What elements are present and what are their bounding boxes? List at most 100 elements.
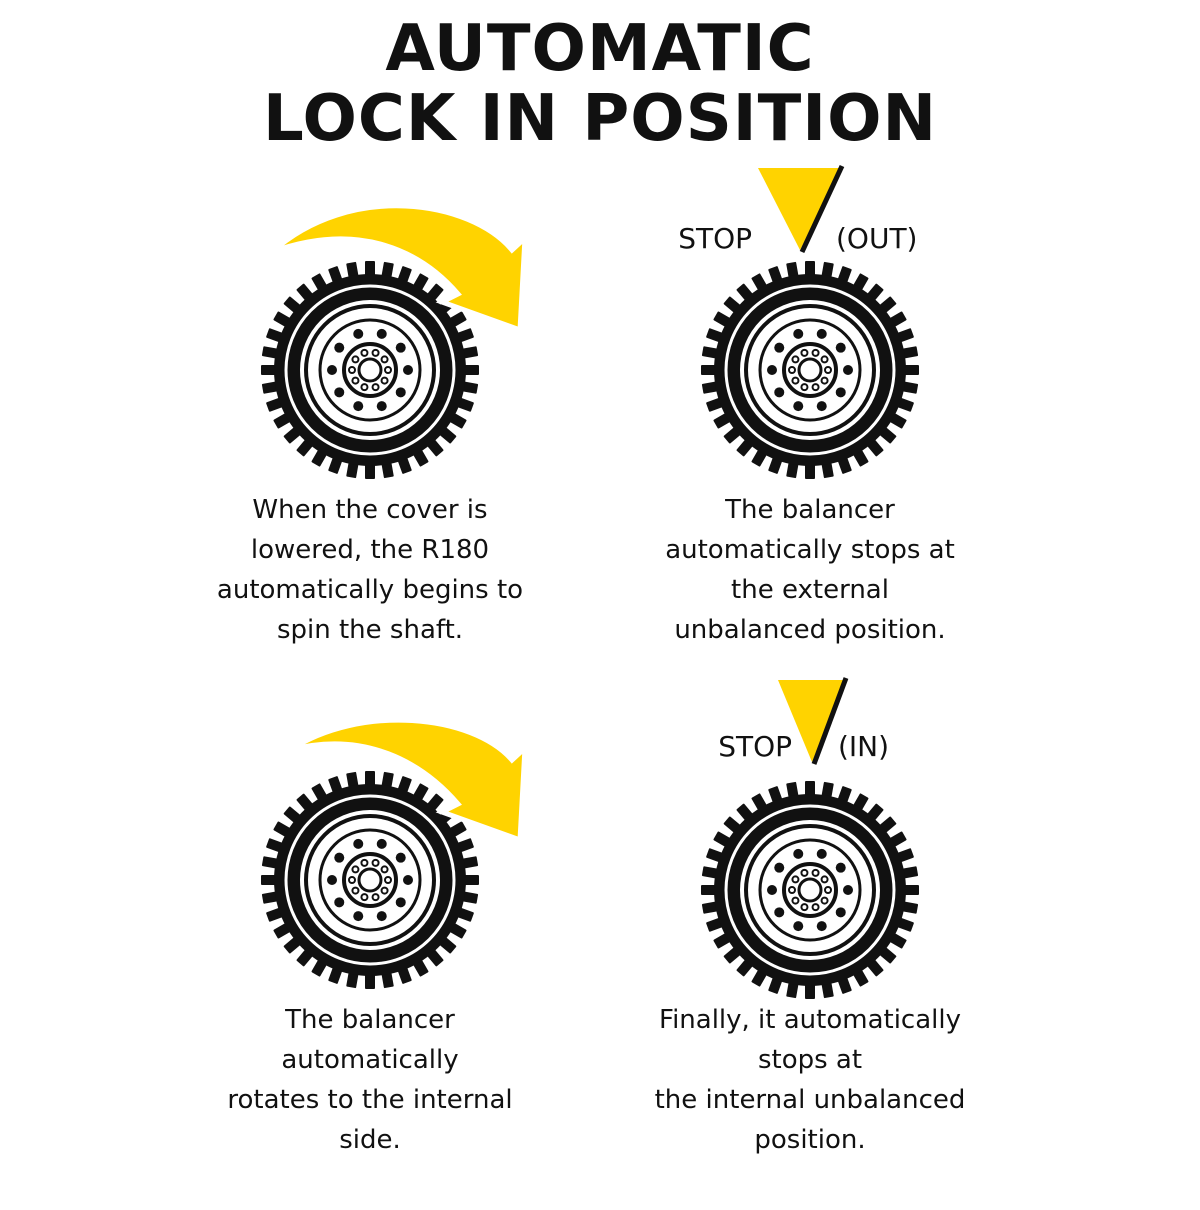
- rim-hole: [835, 342, 846, 353]
- rim-hole: [793, 848, 804, 859]
- rim-inner-line: [318, 828, 422, 932]
- rim-hole: [334, 897, 345, 908]
- hub-nut: [384, 876, 392, 884]
- hub-nut: [371, 383, 380, 392]
- hub-nut: [360, 348, 369, 357]
- hub-nuts: [788, 868, 832, 912]
- stop-label: STOP: [678, 222, 752, 255]
- panel-spin-start: When the cover is lowered, the R180 auto…: [180, 190, 560, 700]
- tire-icon: [699, 259, 921, 481]
- stop-side-label: (IN): [838, 730, 889, 763]
- rim-hole: [835, 907, 846, 918]
- tire-icon: [259, 259, 481, 481]
- rim-hole: [816, 848, 827, 859]
- stop-pointer-icon: [778, 680, 846, 762]
- hub-nut: [791, 355, 800, 364]
- hub-nut: [791, 875, 800, 884]
- rim-hole: [376, 911, 387, 922]
- rim-holes: [767, 848, 853, 932]
- hub-nut: [800, 348, 809, 357]
- hub-nut: [800, 903, 809, 912]
- hub-nut: [360, 893, 369, 902]
- sidewall-ring: [284, 284, 456, 456]
- rim-hole: [816, 328, 827, 339]
- hub-nut: [824, 366, 832, 374]
- rim-hole: [843, 885, 853, 895]
- rim-hole: [376, 401, 387, 412]
- hub-nut: [811, 903, 820, 912]
- hub-nut: [788, 366, 796, 374]
- sidewall-ring: [724, 804, 896, 976]
- rim-hole: [327, 365, 337, 375]
- rim-hole: [767, 885, 777, 895]
- rim-hole: [816, 921, 827, 932]
- sidewall-ring: [284, 794, 456, 966]
- hub-nut: [360, 858, 369, 867]
- tire-rotate-illustration: [259, 717, 528, 991]
- rim-hole: [835, 862, 846, 873]
- rim-hole: [767, 365, 777, 375]
- tire-icon: [699, 779, 921, 1000]
- rim-hole: [395, 387, 406, 398]
- hub-nut: [820, 875, 829, 884]
- rim-inner-line: [758, 838, 862, 942]
- hub-nut: [811, 383, 820, 392]
- page-title: AUTOMATIC LOCK IN POSITION: [0, 14, 1200, 154]
- caption: The balancer automatically rotates to th…: [227, 1005, 513, 1155]
- stop-label: STOP: [718, 730, 792, 763]
- hub-center: [357, 867, 383, 893]
- rim-holes: [767, 328, 853, 412]
- rim-holes: [327, 838, 413, 922]
- rim-hole: [774, 387, 785, 398]
- rim-hole: [403, 875, 413, 885]
- hub-nut: [824, 886, 832, 894]
- rim-hole: [334, 852, 345, 863]
- sidewall-ring: [724, 284, 896, 456]
- curved-arrow-icon: [288, 717, 528, 844]
- rim-holes: [327, 328, 413, 412]
- title-line-2: LOCK IN POSITION: [262, 82, 938, 156]
- hub-nut: [371, 858, 380, 867]
- panel-stop-in: STOP (IN) Finally, it automatically stop…: [620, 670, 1000, 1180]
- hub-nut: [351, 355, 360, 364]
- tire-stop-out-illustration: STOP (OUT): [678, 164, 921, 481]
- rim-inner-line: [318, 318, 422, 422]
- rim-hole: [395, 852, 406, 863]
- hub-nut: [351, 886, 360, 895]
- rim-hole: [395, 342, 406, 353]
- rim-outer-line: [304, 814, 436, 946]
- rim-hole: [835, 387, 846, 398]
- rim-hole: [353, 328, 364, 339]
- hub-nut: [791, 376, 800, 385]
- panel-rotate-internal: The balancer automatically rotates to th…: [180, 700, 560, 1210]
- rim-hole: [376, 838, 387, 849]
- rim-hole: [774, 342, 785, 353]
- stop-pointer-edge: [799, 164, 845, 254]
- panel-stop-out: STOP (OUT) The balancer automatically st…: [620, 160, 1000, 670]
- hub-nut: [348, 366, 356, 374]
- rim-inner-line: [758, 318, 862, 422]
- hub-nuts: [348, 858, 392, 902]
- hub-nut: [791, 896, 800, 905]
- rim-hole: [334, 387, 345, 398]
- caption: Finally, it automatically stops at the i…: [654, 1005, 966, 1155]
- caption: When the cover is lowered, the R180 auto…: [216, 495, 524, 645]
- hub-nut: [380, 376, 389, 385]
- rim-hole: [395, 897, 406, 908]
- hub-nuts: [348, 348, 392, 392]
- hub-nut: [380, 865, 389, 874]
- rim-hole: [843, 365, 853, 375]
- rim-hole: [774, 907, 785, 918]
- rim-outer-line: [744, 304, 876, 436]
- rim-outer-line: [744, 824, 876, 956]
- rim-hole: [403, 365, 413, 375]
- hub-nut: [360, 383, 369, 392]
- rim-hole: [334, 342, 345, 353]
- rim-hole: [353, 911, 364, 922]
- tire-spin-illustration: [259, 203, 528, 481]
- rim-hole: [353, 401, 364, 412]
- rim-outer-line: [304, 304, 436, 436]
- hub-nut: [800, 383, 809, 392]
- hub-nut: [380, 355, 389, 364]
- hub-nut: [351, 865, 360, 874]
